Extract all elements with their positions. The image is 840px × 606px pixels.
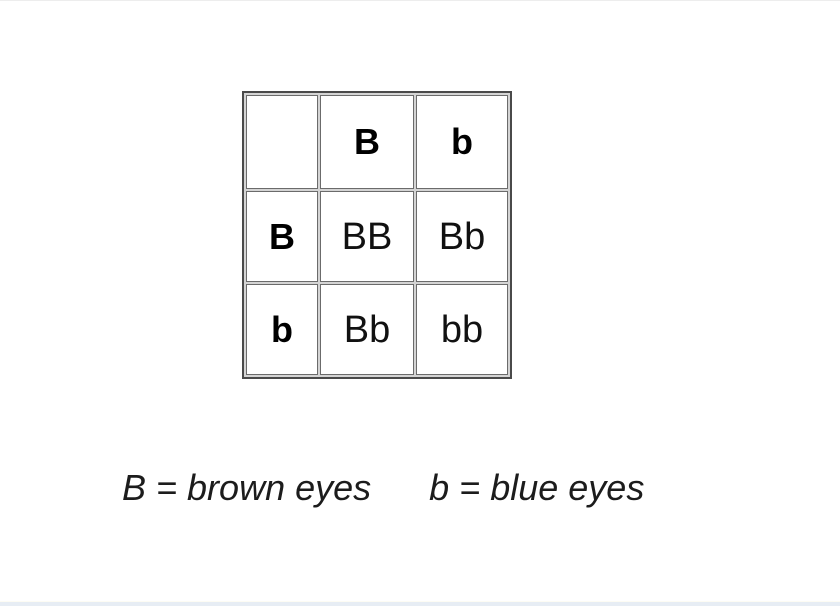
punnett-row-1: B BB Bb (246, 191, 508, 282)
punnett-row-header-B: B (246, 191, 318, 282)
punnett-col-header-b: b (416, 95, 508, 189)
punnett-cell-BB: BB (320, 191, 414, 282)
legend-blue-eyes: b = blue eyes (429, 467, 645, 508)
allele-legend: B = brown eyes b = blue eyes (122, 467, 644, 508)
punnett-corner-cell (246, 95, 318, 189)
window-bottom-edge (0, 601, 840, 606)
punnett-square-table: B b B BB Bb b Bb bb (242, 91, 512, 379)
punnett-row-2: b Bb bb (246, 284, 508, 375)
punnett-row-header: B b (246, 95, 508, 189)
punnett-cell-Bb-bottom: Bb (320, 284, 414, 375)
punnett-cell-Bb-top: Bb (416, 191, 508, 282)
punnett-cell-bb: bb (416, 284, 508, 375)
punnett-row-header-b: b (246, 284, 318, 375)
punnett-col-header-B: B (320, 95, 414, 189)
legend-brown-eyes: B = brown eyes (122, 467, 372, 508)
